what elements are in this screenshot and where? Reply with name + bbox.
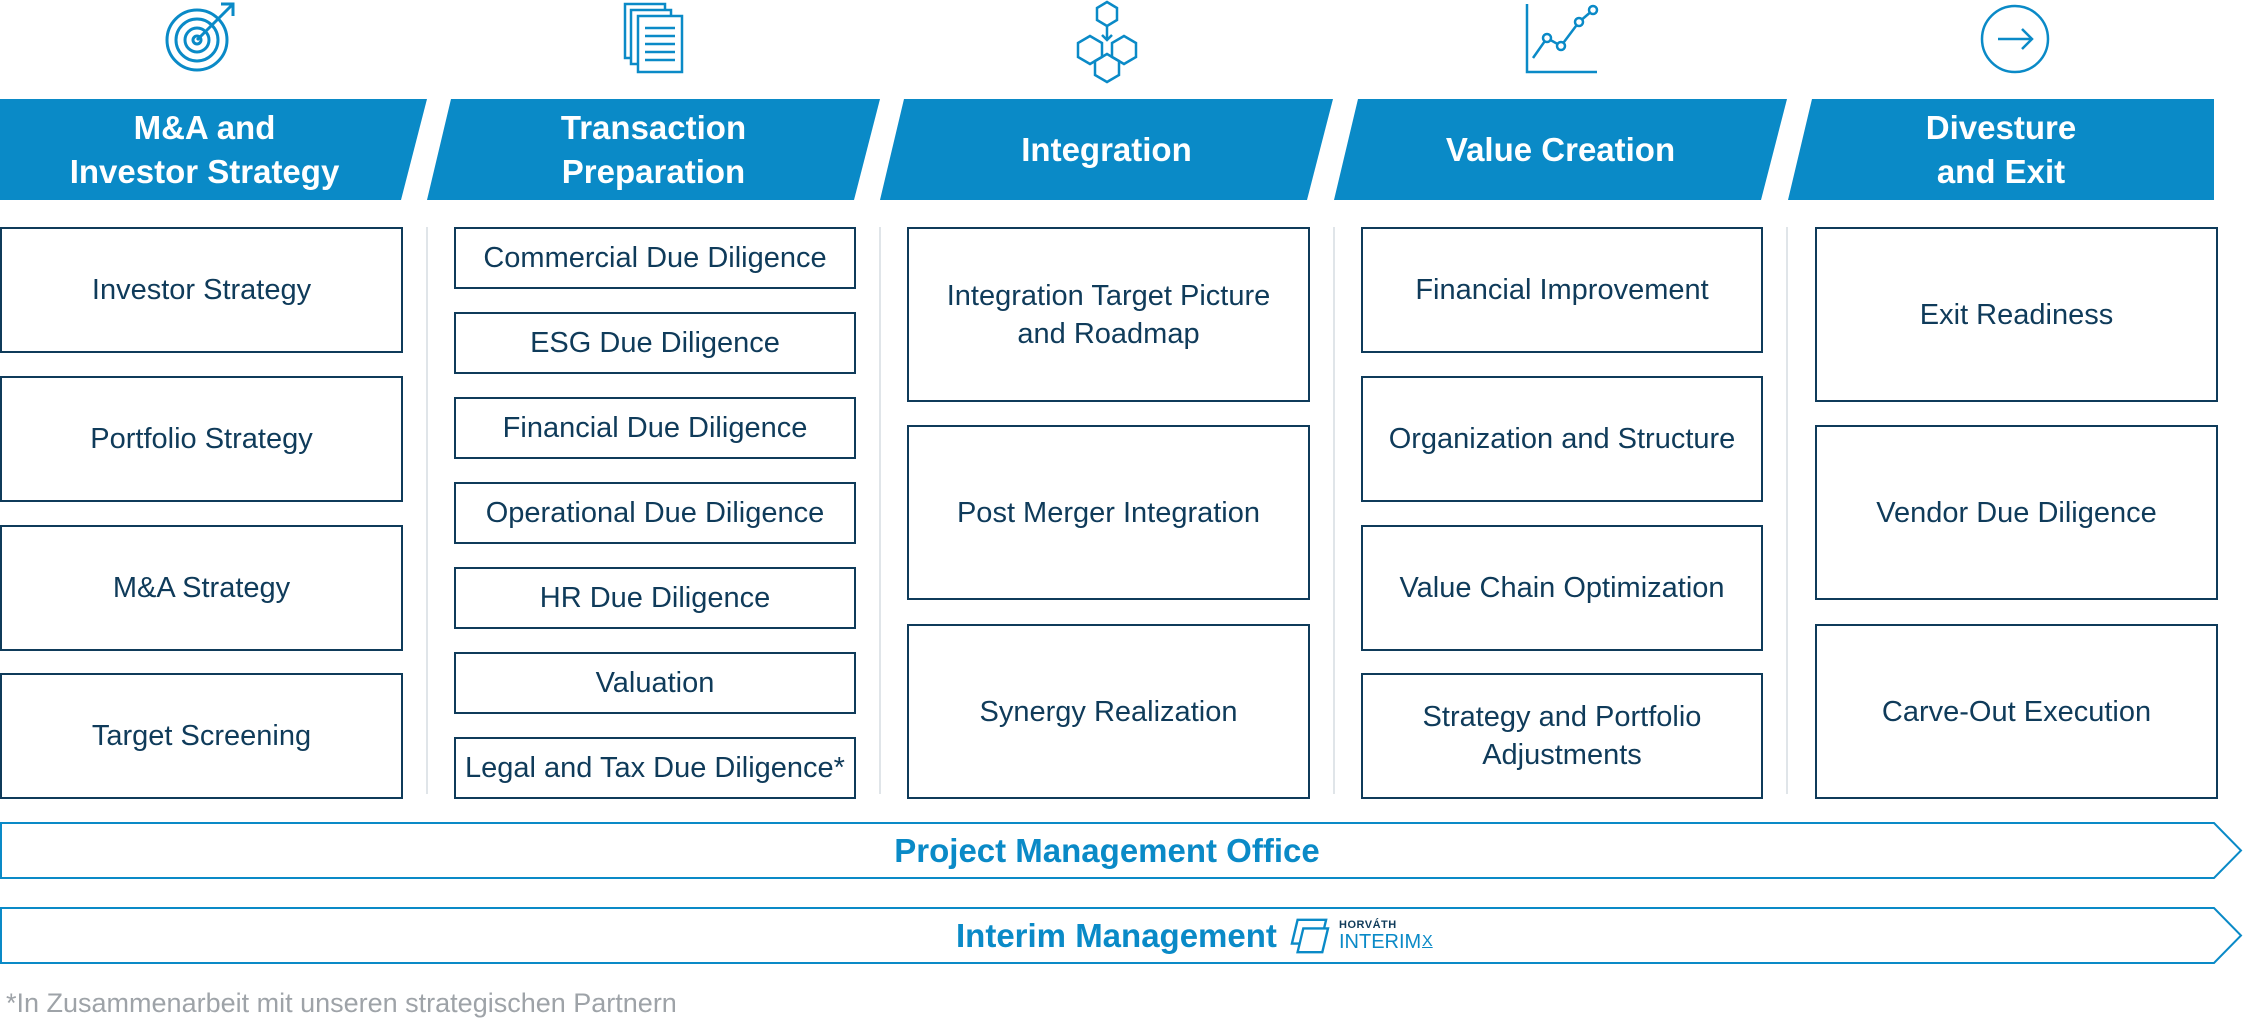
column-title: Integration bbox=[1021, 130, 1192, 168]
column-title: Value Creation bbox=[1445, 130, 1676, 168]
interim-management-label: Interim Management bbox=[956, 917, 1277, 954]
column-header-transaction-preparation: Transaction Preparation bbox=[427, 99, 880, 200]
target-icon bbox=[155, 0, 245, 90]
service-card-synergy-realization: Synergy Realization bbox=[907, 624, 1310, 799]
column-header-ma-strategy: M&A and Investor Strategy bbox=[0, 99, 427, 200]
service-card-strategy-portfolio-adjustments: Strategy and Portfolio Adjustments bbox=[1361, 673, 1763, 799]
column-divider bbox=[426, 227, 428, 794]
logo-mark-icon bbox=[1290, 918, 1330, 954]
service-card-carve-out-execution: Carve-Out Execution bbox=[1815, 624, 2218, 799]
service-card-operational-dd: Operational Due Diligence bbox=[454, 482, 856, 544]
interim-management-bar: Interim Management HORVÁTH INTERIM X bbox=[0, 907, 2243, 964]
column-header-value-creation: Value Creation bbox=[1334, 99, 1787, 200]
service-card-valuation: Valuation bbox=[454, 652, 856, 714]
column-divider bbox=[1333, 227, 1335, 794]
service-card-financial-dd: Financial Due Diligence bbox=[454, 397, 856, 459]
column-header-divesture-exit: Divesture and Exit bbox=[1788, 99, 2214, 200]
service-card-exit-readiness: Exit Readiness bbox=[1815, 227, 2218, 402]
service-card-vendor-dd: Vendor Due Diligence bbox=[1815, 425, 2218, 600]
service-card-integration-target-picture: Integration Target Picture and Roadmap bbox=[907, 227, 1310, 402]
service-card-post-merger-integration: Post Merger Integration bbox=[907, 425, 1310, 600]
service-card-ma-strategy: M&A Strategy bbox=[0, 525, 403, 651]
service-card-hr-dd: HR Due Diligence bbox=[454, 567, 856, 629]
logo-brand: HORVÁTH bbox=[1339, 919, 1397, 931]
pmo-label: Project Management Office bbox=[894, 832, 1320, 869]
service-card-investor-strategy: Investor Strategy bbox=[0, 227, 403, 353]
documents-icon bbox=[611, 0, 701, 90]
service-card-value-chain-optimization: Value Chain Optimization bbox=[1361, 525, 1763, 651]
service-card-financial-improvement: Financial Improvement bbox=[1361, 227, 1763, 353]
column-divider bbox=[879, 227, 881, 794]
service-card-esg-dd: ESG Due Diligence bbox=[454, 312, 856, 374]
service-card-commercial-dd: Commercial Due Diligence bbox=[454, 227, 856, 289]
footnote: *In Zusammenarbeit mit unseren strategis… bbox=[6, 988, 677, 1018]
column-divider bbox=[1786, 227, 1788, 794]
column-header-integration: Integration bbox=[880, 99, 1333, 200]
line-chart-icon bbox=[1517, 0, 1607, 90]
column-title: Divesture and Exit bbox=[1925, 108, 2077, 190]
service-card-target-screening: Target Screening bbox=[0, 673, 403, 799]
column-title: M&A and Investor Strategy bbox=[69, 108, 340, 190]
service-card-portfolio-strategy: Portfolio Strategy bbox=[0, 376, 403, 502]
service-card-legal-tax-dd: Legal and Tax Due Diligence* bbox=[454, 737, 856, 799]
logo-suffix: X bbox=[1422, 933, 1433, 950]
interim-x-logo: HORVÁTH INTERIM X bbox=[1287, 915, 1447, 959]
arrow-circle-icon bbox=[1970, 0, 2060, 90]
logo-name: INTERIM bbox=[1339, 931, 1422, 953]
hexagon-network-icon bbox=[1062, 0, 1152, 90]
pmo-bar: Project Management Office bbox=[0, 822, 2243, 879]
column-title: Transaction Preparation bbox=[560, 108, 747, 190]
service-card-organization-structure: Organization and Structure bbox=[1361, 376, 1763, 502]
